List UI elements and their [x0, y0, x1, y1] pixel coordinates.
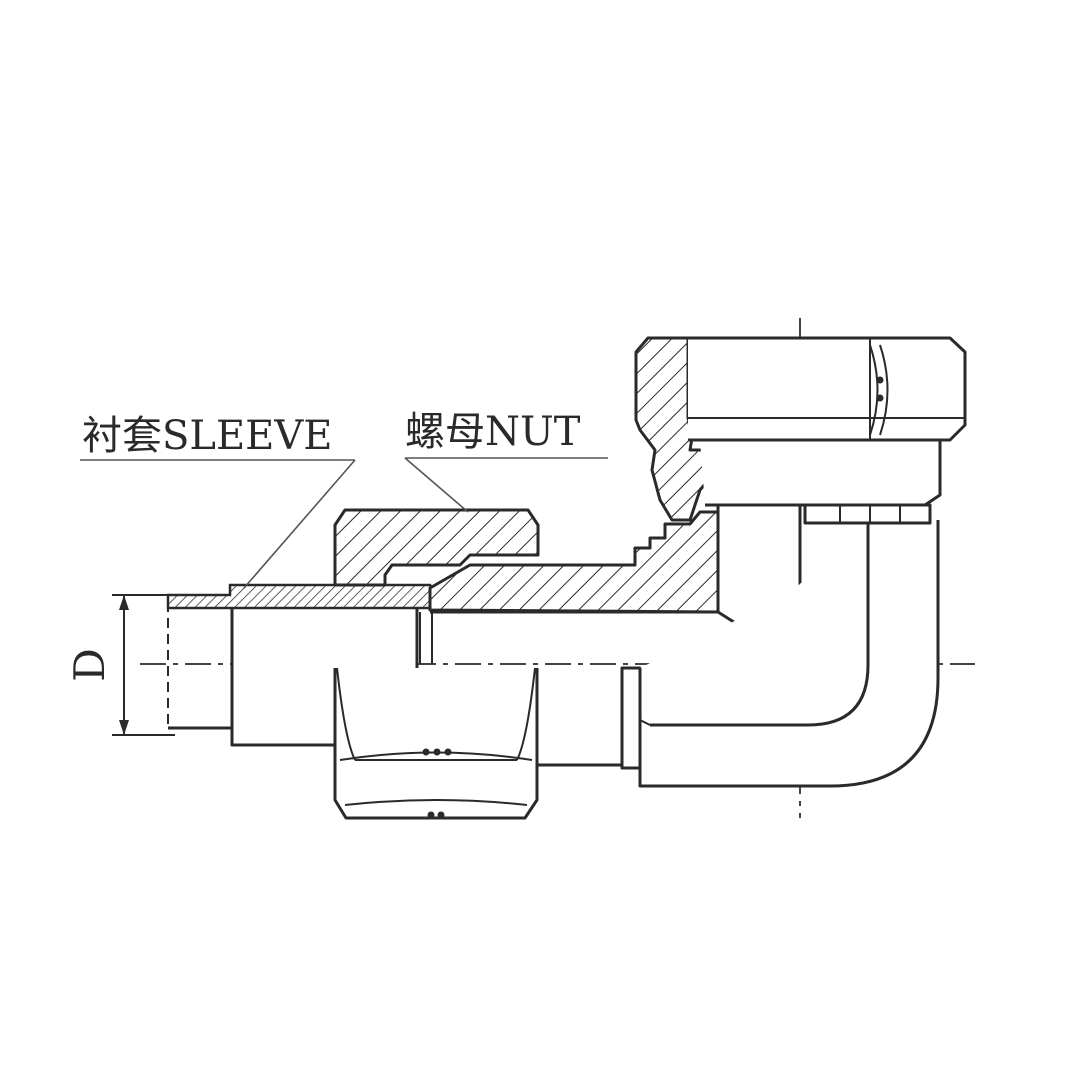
nut-label: 螺母NUT [405, 409, 581, 455]
body-section [428, 510, 720, 614]
dimension-label: D [65, 648, 114, 682]
sleeve [166, 583, 442, 747]
elbow-body [419, 460, 940, 788]
sleeve-callout: 衬套SLEEVE [80, 413, 356, 589]
swivel-nut [634, 336, 967, 525]
sleeve-section [166, 583, 442, 610]
nut-callout: 螺母NUT [404, 409, 608, 513]
sleeve-label: 衬套SLEEVE [82, 413, 332, 459]
dimension-d: D [65, 594, 175, 736]
nut-section [333, 508, 540, 587]
nut [333, 508, 540, 820]
